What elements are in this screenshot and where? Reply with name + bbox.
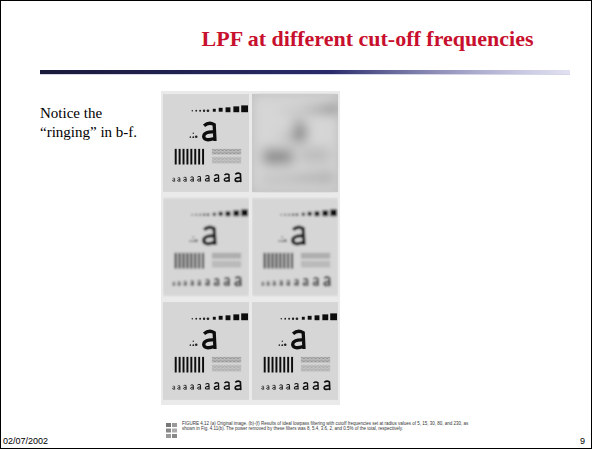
slide-note: Notice the “ringing” in b-f. bbox=[40, 104, 140, 142]
figure-caption: FIGURE 4.12 (a) Original image. (b)-(f) … bbox=[182, 421, 482, 431]
page-number: 9 bbox=[565, 436, 585, 446]
caption-thumbnail bbox=[166, 423, 177, 438]
slide-title: LPF at different cut-off frequencies bbox=[150, 26, 585, 51]
filtered-images bbox=[161, 91, 340, 405]
slide-date: 02/07/2002 bbox=[3, 436, 83, 446]
